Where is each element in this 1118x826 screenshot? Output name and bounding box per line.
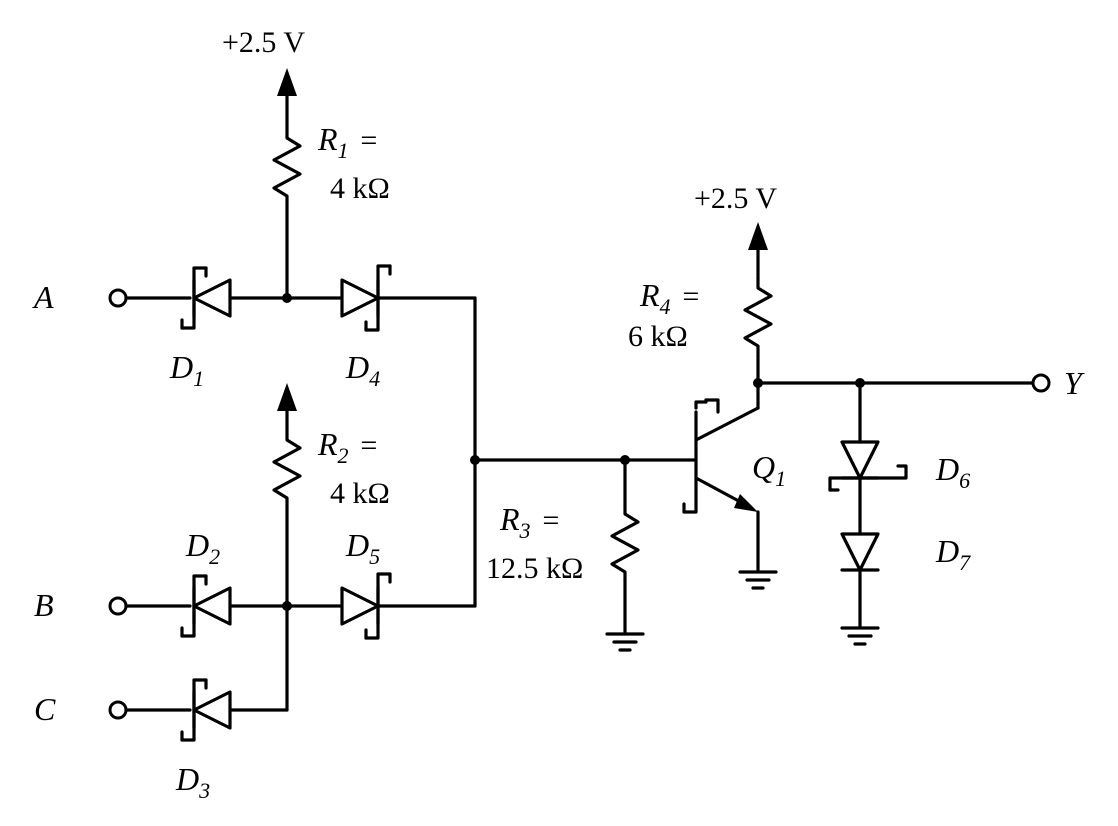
supply-arrow-right (748, 222, 768, 280)
q1-label: Q1 (752, 449, 786, 491)
input-terminal-b[interactable] (108, 596, 128, 616)
resistor-r2 (272, 428, 302, 510)
d6-label: D6 (935, 451, 970, 493)
input-label-a: A (32, 279, 54, 315)
supply-label-top: +2.5 V (222, 26, 305, 59)
ground-r3 (605, 632, 645, 652)
supply-arrow-top (277, 68, 297, 130)
output-terminal-y[interactable] (1031, 373, 1051, 393)
r3-label: R3= (499, 501, 561, 543)
r2-label: R2= (317, 426, 379, 468)
r3-value: 12.5 kΩ (486, 552, 583, 585)
resistor-r4 (743, 276, 773, 358)
r4-label: R4= (639, 277, 701, 319)
output-label-y: Y (1064, 365, 1085, 401)
transistor-q1 (682, 381, 760, 572)
input-terminal-a[interactable] (108, 288, 128, 308)
d4-label: D4 (345, 349, 380, 391)
supply-arrow-r2 (277, 383, 297, 432)
r2-value: 4 kΩ (330, 477, 390, 510)
resistor-r3 (610, 504, 640, 582)
diode-d7 (840, 532, 880, 572)
ground-d7 (840, 626, 880, 646)
d7-label: D7 (935, 533, 971, 575)
input-label-b: B (34, 587, 54, 623)
supply-label-right: +2.5 V (694, 182, 777, 215)
input-terminal-c[interactable] (108, 700, 128, 720)
ground-q1 (738, 570, 778, 590)
d5-label: D5 (345, 527, 380, 569)
resistor-r1 (272, 126, 302, 208)
d3-label: D3 (175, 761, 210, 803)
r4-value: 6 kΩ (628, 320, 688, 353)
d2-label: D2 (185, 527, 220, 569)
diode-d6 (828, 440, 908, 492)
r1-value: 4 kΩ (330, 172, 390, 205)
input-label-c: C (34, 691, 56, 727)
junction-a (282, 293, 292, 303)
junction-b (282, 601, 292, 611)
d1-label: D1 (169, 349, 204, 391)
r1-label: R1= (317, 121, 379, 163)
